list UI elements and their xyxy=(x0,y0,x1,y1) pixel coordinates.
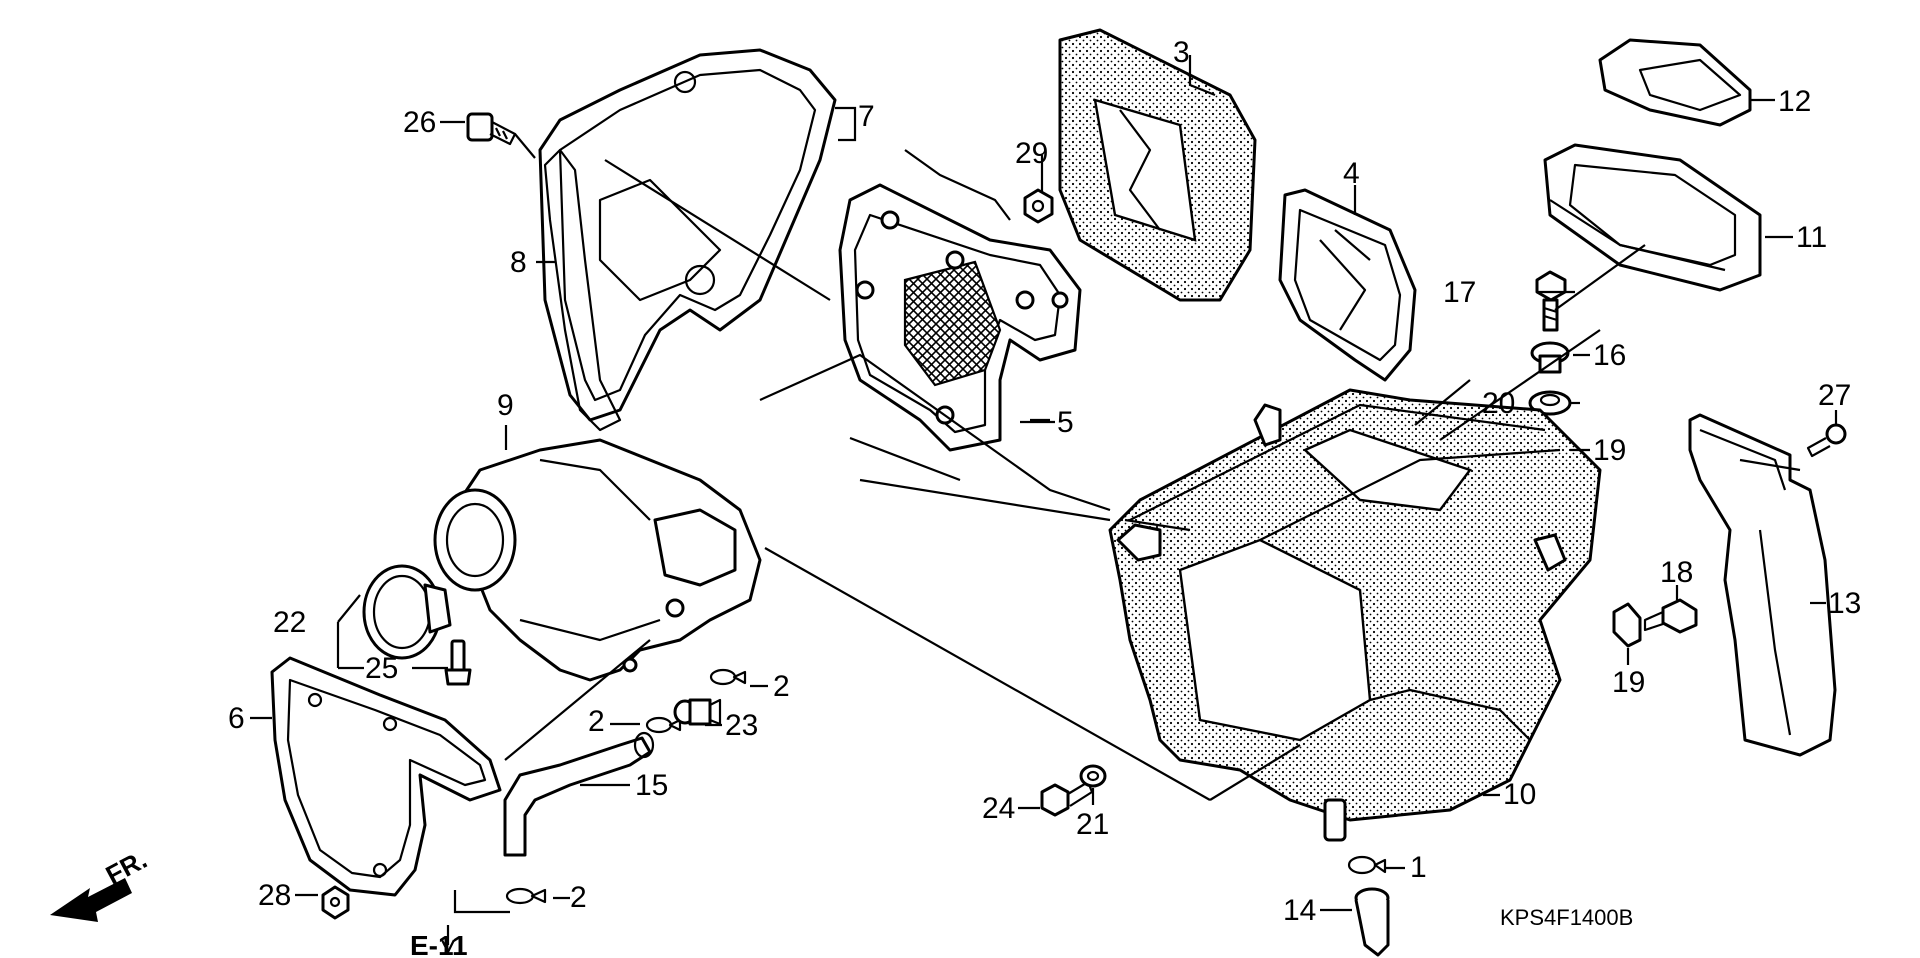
band-part-22 xyxy=(362,564,452,660)
callout-28: 28 xyxy=(258,879,291,912)
callout-17: 17 xyxy=(1443,276,1476,309)
callout-19a: 19 xyxy=(1593,434,1626,467)
screw-part-27 xyxy=(1806,423,1847,458)
callout-6: 6 xyxy=(228,702,245,735)
callout-2a: 2 xyxy=(570,881,587,914)
callout-9: 9 xyxy=(497,389,514,422)
callout-3: 3 xyxy=(1173,36,1190,69)
callout-labels: 1 2 2 2 3 4 5 6 7 8 9 10 11 12 13 14 15 … xyxy=(228,36,1861,927)
clip-part-2a xyxy=(505,887,547,905)
washer-part-21 xyxy=(1079,764,1107,788)
callout-10: 10 xyxy=(1503,778,1536,811)
callout-8: 8 xyxy=(510,246,527,279)
cover-part-7 xyxy=(538,48,837,422)
gasket-part-6 xyxy=(270,656,502,897)
clip-part-19b xyxy=(1612,602,1642,648)
clip-part-2c xyxy=(709,668,747,686)
callout-2c: 2 xyxy=(773,670,790,703)
callout-24: 24 xyxy=(982,792,1015,825)
nut-part-29 xyxy=(1023,188,1054,224)
bolt-part-26 xyxy=(466,112,517,146)
housing-part-10 xyxy=(1108,388,1602,842)
callout-2b: 2 xyxy=(588,705,605,738)
callout-12: 12 xyxy=(1778,85,1811,118)
nut-part-28 xyxy=(321,885,350,920)
foam-part-3 xyxy=(1058,28,1257,302)
reference-label: E-11 xyxy=(410,930,468,958)
callout-26: 26 xyxy=(403,106,436,139)
callout-29: 29 xyxy=(1015,137,1048,170)
bolt-part-18 xyxy=(1643,598,1698,634)
callout-15: 15 xyxy=(635,769,668,802)
tube-part-9 xyxy=(433,438,762,682)
drain-plug-part-14 xyxy=(1354,887,1390,957)
callout-25: 25 xyxy=(365,652,398,685)
front-direction-arrow: FR. xyxy=(50,844,152,922)
frame-part-4 xyxy=(1278,188,1417,382)
clamp-part-1 xyxy=(1347,855,1387,875)
callout-5: 5 xyxy=(1057,406,1074,439)
callout-23: 23 xyxy=(725,709,758,742)
diagram-code: KPS4F1400B xyxy=(1500,905,1633,930)
callout-19b: 19 xyxy=(1612,666,1645,699)
callout-1: 1 xyxy=(1410,851,1427,884)
callout-7: 7 xyxy=(858,100,875,133)
callout-27: 27 xyxy=(1818,379,1851,412)
callout-14: 14 xyxy=(1283,894,1316,927)
leader-lines xyxy=(250,55,1838,955)
callout-22: 22 xyxy=(273,606,306,639)
duct-part-11 xyxy=(1543,143,1762,292)
callout-16: 16 xyxy=(1593,339,1626,372)
callout-11: 11 xyxy=(1796,221,1827,254)
screw-part-25 xyxy=(444,639,472,686)
callout-13: 13 xyxy=(1828,587,1861,620)
grommet-part-16 xyxy=(1530,341,1570,374)
duct-part-13 xyxy=(1688,413,1837,757)
gasket-part-8 xyxy=(543,148,622,432)
callout-20: 20 xyxy=(1482,387,1515,420)
hose-part-15 xyxy=(503,731,655,857)
callout-4: 4 xyxy=(1343,157,1360,190)
callout-18: 18 xyxy=(1660,556,1693,589)
duct-part-12 xyxy=(1598,38,1752,127)
bolt-part-17 xyxy=(1535,270,1567,332)
fitting-part-23 xyxy=(673,698,722,726)
front-direction-label: FR. xyxy=(101,844,152,890)
clip-part-2b xyxy=(645,716,682,734)
callout-21: 21 xyxy=(1076,808,1109,841)
